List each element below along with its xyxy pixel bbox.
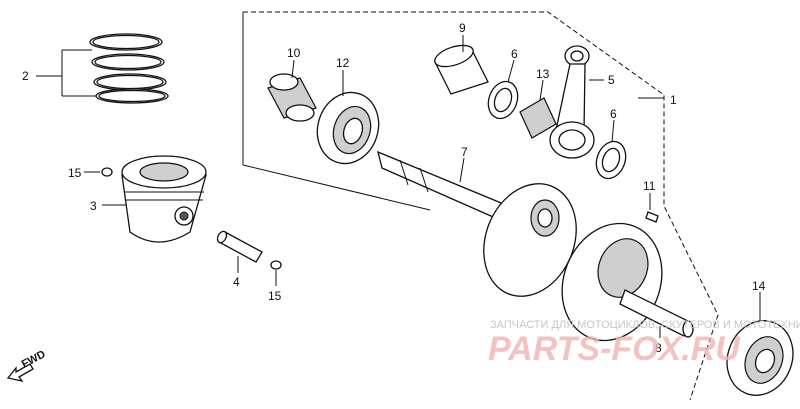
callouts: 1 2 3 4 5 6 6 7 8 9 10 11 12 13 14 15 15 <box>22 21 766 355</box>
watermark-logo: PARTS-FOX.RU <box>488 330 741 368</box>
needle-bearing-13 <box>519 97 557 139</box>
crank-pin-9 <box>434 44 489 95</box>
callout-4: 4 <box>233 275 240 289</box>
callout-5: 5 <box>608 73 615 87</box>
callout-9: 9 <box>459 21 466 35</box>
callout-15b: 15 <box>268 289 282 303</box>
callout-6a: 6 <box>511 47 518 61</box>
ball-bearing-12 <box>316 91 380 165</box>
callout-12: 12 <box>336 56 350 70</box>
piston-pin <box>216 230 263 263</box>
callout-7: 7 <box>461 145 468 159</box>
callout-6b: 6 <box>610 107 617 121</box>
piston <box>121 155 207 243</box>
assembly-frame <box>242 11 719 401</box>
crankshaft-right <box>561 222 694 342</box>
piston-pin-clips <box>101 167 282 270</box>
callout-11: 11 <box>643 179 656 193</box>
needle-bearing-10 <box>267 73 317 122</box>
crankshaft-left <box>377 150 577 297</box>
callout-2: 2 <box>22 69 29 83</box>
callout-3: 3 <box>90 199 97 213</box>
connecting-rod <box>549 45 595 159</box>
ball-bearing-14 <box>726 320 794 396</box>
piston-rings <box>89 33 169 104</box>
woodruff-key <box>645 211 659 223</box>
thrust-washers <box>487 80 627 180</box>
fwd-label: FWD <box>20 348 48 370</box>
callout-15a: 15 <box>68 166 82 180</box>
watermark: ЗАПЧАСТИ ДЛЯ МОТОЦИКЛОВ, СКУТЕРОВ И МОТО… <box>488 319 800 368</box>
fwd-indicator: FWD <box>6 348 48 382</box>
callout-10: 10 <box>287 46 301 60</box>
watermark-caption: ЗАПЧАСТИ ДЛЯ МОТОЦИКЛОВ, СКУТЕРОВ И МОТО… <box>490 319 800 331</box>
leader-lines <box>36 35 761 338</box>
callout-8: 8 <box>655 341 662 355</box>
callout-13: 13 <box>536 67 550 81</box>
fwd-arrow-icon <box>6 363 34 382</box>
callout-14: 14 <box>752 279 766 293</box>
callout-1: 1 <box>670 93 677 107</box>
